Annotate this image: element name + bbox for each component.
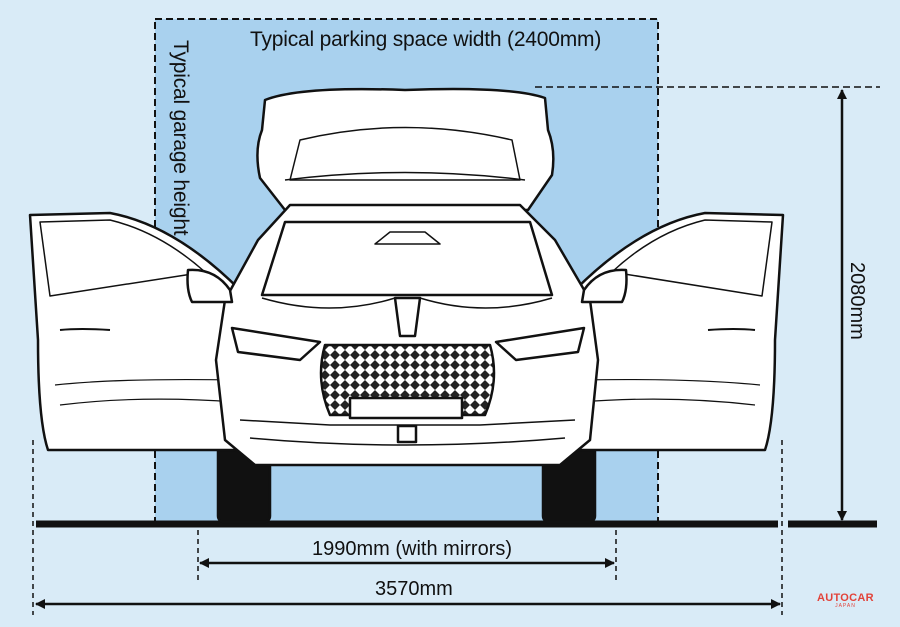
logo-sub: JAPAN <box>835 603 856 609</box>
garage-height-label: Typical garage height <box>169 40 192 236</box>
overall-width-label: 3570mm <box>375 578 453 600</box>
left-headlight <box>230 326 322 362</box>
car-illustration <box>28 87 785 524</box>
parking-width-label: Typical parking space width (2400mm) <box>250 28 602 51</box>
number-plate <box>348 396 464 420</box>
right-mirror <box>580 268 628 304</box>
logo-brand: AUTOCAR <box>817 592 874 604</box>
left-mirror <box>186 268 234 304</box>
height-label: 2080mm <box>846 262 868 340</box>
autocar-logo: AUTOCAR JAPAN <box>817 592 874 609</box>
width-mirrors-label: 1990mm (with mirrors) <box>312 538 513 560</box>
windscreen <box>260 220 554 297</box>
right-headlight <box>494 326 586 362</box>
open-tailgate <box>256 87 555 212</box>
